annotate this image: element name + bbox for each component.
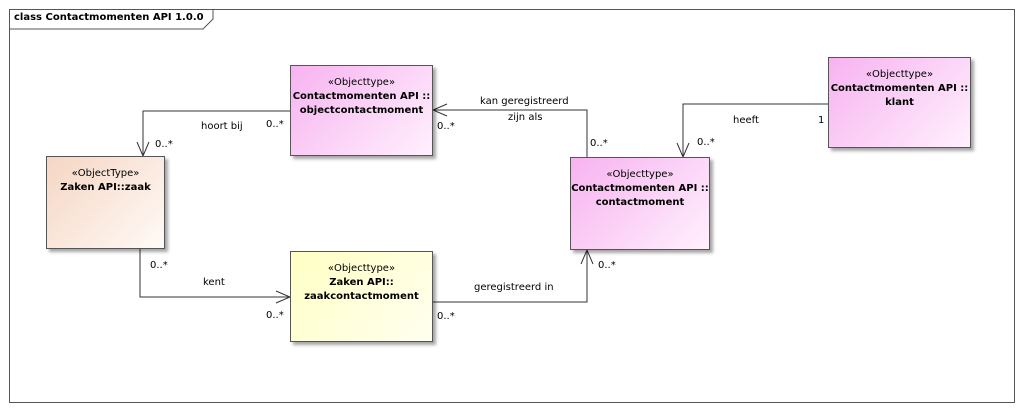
class-name: Contactmomenten API :: — [571, 183, 709, 194]
association-kan-geregistreerd[interactable] — [433, 109, 588, 157]
class-name-line2: zaakcontactmoment — [304, 291, 419, 302]
multiplicity-geregistreerd-in-target: 0..* — [598, 260, 616, 271]
multiplicity-hoort-bij-source: 0..* — [266, 119, 284, 130]
class-zaakcontactmoment[interactable]: «Objecttype» Zaken API:: zaakcontactmome… — [290, 251, 433, 342]
arrowhead-geregistreerd-in — [580, 248, 594, 265]
label-geregistreerd-in: geregistreerd in — [474, 282, 554, 293]
multiplicity-geregistreerd-in-source: 0..* — [437, 311, 455, 322]
class-contactmoment[interactable]: «Objecttype» Contactmomenten API :: cont… — [570, 157, 710, 250]
arrowhead-kan-geregistreerd — [431, 103, 448, 117]
multiplicity-hoort-bij-target: 0..* — [155, 139, 173, 150]
class-klant[interactable]: «Objecttype» Contactmomenten API :: klan… — [828, 57, 971, 148]
class-name: Contactmomenten API :: — [292, 91, 431, 102]
label-kent: kent — [203, 277, 225, 288]
class-zaak[interactable]: «ObjectType» Zaken API::zaak — [46, 156, 165, 249]
multiplicity-kent-target: 0..* — [266, 310, 284, 321]
label-heeft: heeft — [733, 115, 759, 126]
class-name: Zaken API:: — [329, 277, 394, 288]
label-kan-geregistreerd-line2: zijn als — [508, 112, 543, 123]
class-name-line2: contactmoment — [595, 197, 685, 208]
stereotype-label: «Objecttype» — [606, 169, 674, 180]
multiplicity-heeft-source: 1 — [818, 115, 825, 126]
stereotype-label: «Objecttype» — [327, 263, 396, 274]
label-hoort-bij: hoort bij — [201, 121, 243, 132]
class-name-line2: klant — [885, 97, 914, 108]
stereotype-label: «Objecttype» — [327, 77, 396, 88]
frame-title-tab — [9, 9, 214, 30]
association-heeft[interactable] — [682, 103, 828, 157]
class-objectcontactmoment[interactable]: «Objecttype» Contactmomenten API :: obje… — [290, 65, 433, 156]
diagram-title: class Contactmomenten API 1.0.0 — [14, 12, 204, 23]
association-hoort-bij[interactable] — [142, 110, 290, 156]
association-geregistreerd-in[interactable] — [433, 250, 588, 303]
class-name-line2: objectcontactmoment — [299, 105, 424, 116]
label-kan-geregistreerd: kan geregistreerd — [480, 96, 569, 107]
class-name: Contactmomenten API :: — [830, 83, 969, 94]
stereotype-label: «ObjectType» — [71, 168, 140, 179]
multiplicity-kent-source: 0..* — [150, 260, 168, 271]
stereotype-label: «Objecttype» — [865, 69, 934, 80]
multiplicity-kan-geregistreerd-target: 0..* — [437, 121, 455, 132]
diagram-frame — [9, 9, 1015, 403]
class-name: Zaken API::zaak — [60, 182, 151, 193]
multiplicity-heeft-target: 0..* — [697, 137, 715, 148]
multiplicity-kan-geregistreerd-source: 0..* — [590, 138, 608, 149]
association-kent[interactable] — [139, 249, 290, 298]
